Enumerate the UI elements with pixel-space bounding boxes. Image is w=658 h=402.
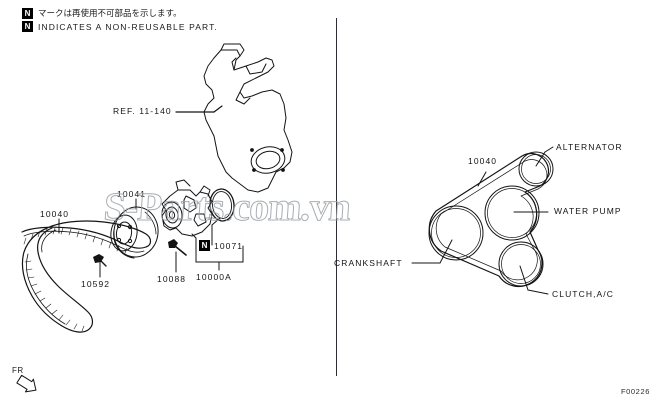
pulley-label-alternator: ALTERNATOR	[556, 142, 623, 152]
part-label-10592: 10592	[81, 279, 111, 289]
site-watermark: S-Parts.com.vn	[102, 184, 352, 230]
part-label-10040-right: 10040	[468, 156, 498, 166]
reference-label-11-140: REF. 11-140	[113, 106, 172, 116]
n-badge-icon: N	[22, 7, 33, 19]
part-label-10071-group: N 10071	[199, 240, 243, 251]
part-label-10041: 10041	[117, 189, 147, 199]
part-label-10071: 10071	[214, 240, 244, 251]
orientation-mark-fr: FR	[12, 366, 24, 375]
part-label-10088: 10088	[157, 274, 187, 284]
non-reusable-note-en: N INDICATES A NON-REUSABLE PART.	[22, 21, 218, 32]
part-label-10040-left: 10040	[40, 209, 70, 219]
page-code: F00226	[620, 387, 650, 396]
orientation-mark-label: FR	[12, 366, 24, 375]
n-badge-icon: N	[199, 240, 210, 251]
pulley-label-clutch-ac: CLUTCH,A/C	[552, 289, 615, 299]
panel-divider	[336, 18, 337, 376]
pulley-label-crankshaft: CRANKSHAFT	[334, 258, 403, 268]
non-reusable-note-jp: N マークは再使用不可部品を示します。	[22, 7, 182, 19]
n-badge-icon: N	[22, 21, 33, 32]
pulley-label-water-pump: WATER PUMP	[554, 206, 622, 216]
non-reusable-note-en-text: INDICATES A NON-REUSABLE PART.	[38, 21, 218, 32]
non-reusable-note-jp-text: マークは再使用不可部品を示します。	[38, 9, 182, 19]
part-label-10000A: 10000A	[196, 272, 232, 282]
